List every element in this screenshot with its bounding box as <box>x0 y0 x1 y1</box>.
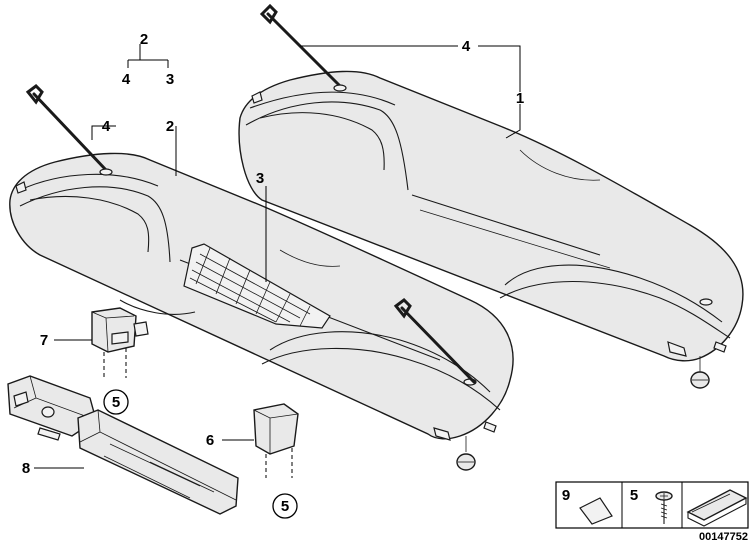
legend-item-5: 5 <box>630 487 638 504</box>
diagram-id: 00147752 <box>699 531 748 543</box>
callout-5-left: 5 <box>112 394 120 411</box>
callout-4-top: 4 <box>462 38 471 55</box>
callout-4-left: 4 <box>102 118 111 135</box>
strap-cord-right <box>393 298 476 384</box>
callout-circle-5-left <box>103 389 129 415</box>
callout-8: 8 <box>22 460 30 477</box>
rear-shelf-panel-1[interactable] <box>238 70 744 389</box>
bracket-7[interactable] <box>91 307 149 378</box>
speaker-grille-3[interactable] <box>183 243 331 329</box>
callout-4-tree: 4 <box>122 71 131 88</box>
callouts: 2 4 3 4 1 4 2 3 7 6 8 5 5 <box>22 31 524 519</box>
clip-6[interactable] <box>253 403 299 478</box>
callout-2-tree: 2 <box>140 31 148 48</box>
callout-1: 1 <box>516 90 524 107</box>
strap-cord-top <box>259 3 347 92</box>
leader-lines <box>34 44 521 469</box>
legend-mounting-tape-icon <box>686 489 748 527</box>
callout-3-tree: 3 <box>166 71 174 88</box>
callout-6: 6 <box>206 432 214 449</box>
callout-5-right: 5 <box>281 498 289 515</box>
callout-3-main: 3 <box>256 170 264 187</box>
callout-7: 7 <box>40 332 48 349</box>
legend-screw-icon <box>655 491 673 524</box>
strap-cord-left <box>25 84 113 176</box>
legend-item-9: 9 <box>562 487 570 504</box>
callout-2-main: 2 <box>166 118 174 135</box>
rail-8[interactable] <box>7 375 239 515</box>
parts-legend: 9 5 <box>555 481 749 529</box>
legend-adhesive-pad-icon <box>579 497 613 525</box>
callout-circle-5-right <box>272 493 298 519</box>
